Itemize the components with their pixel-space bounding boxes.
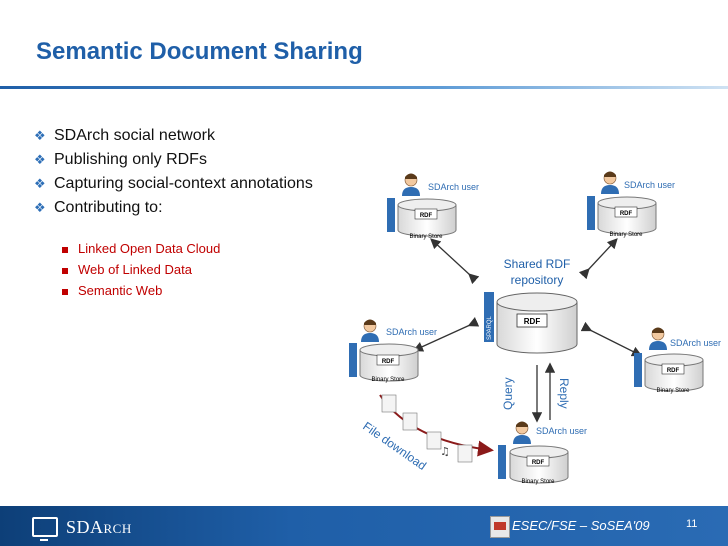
user-label: SDArch user bbox=[624, 180, 675, 190]
svg-text:RDF: RDF bbox=[524, 317, 541, 326]
bullet-list: ❖SDArch social network ❖Publishing only … bbox=[34, 124, 313, 220]
sub-bullet-item: Semantic Web bbox=[62, 280, 220, 301]
svg-text:RDF: RDF bbox=[420, 213, 433, 219]
square-bullet-icon bbox=[62, 267, 68, 274]
svg-text:Binary Store: Binary Store bbox=[409, 234, 443, 240]
slide-title: Semantic Document Sharing bbox=[36, 38, 363, 65]
conference-logo-icon bbox=[490, 516, 510, 538]
diamond-bullet-icon: ❖ bbox=[34, 176, 46, 191]
sdarch-logo: SDARCH bbox=[32, 516, 132, 541]
file-download-label: File download bbox=[360, 419, 429, 473]
diamond-bullet-icon: ❖ bbox=[34, 152, 46, 167]
sub-bullet-item: Linked Open Data Cloud bbox=[62, 238, 220, 259]
svg-text:RDF: RDF bbox=[620, 211, 633, 217]
rdf-tag-icon bbox=[516, 313, 548, 328]
shared-rdf-repository: Shared RDF repository RDF SPARQL bbox=[484, 257, 578, 354]
svg-text:SPARQL: SPARQL bbox=[487, 315, 493, 340]
svg-text:Binary Store: Binary Store bbox=[371, 377, 405, 383]
bullet-item: ❖SDArch social network bbox=[34, 124, 313, 148]
page-number: 11 bbox=[686, 518, 698, 530]
bullet-item: ❖Publishing only RDFs bbox=[34, 148, 313, 172]
shared-repo-label: Shared RDF bbox=[504, 257, 571, 271]
sdarch-user-node: SDArch user RDF Binary Store bbox=[634, 327, 721, 394]
monitor-icon bbox=[32, 517, 58, 541]
bullet-item: ❖Contributing to: bbox=[34, 196, 313, 220]
diamond-bullet-icon: ❖ bbox=[34, 128, 46, 143]
square-bullet-icon bbox=[62, 246, 68, 253]
sdarch-user-node: SDArch user RDF Binary Store bbox=[587, 171, 675, 238]
conference-label: ESEC/FSE – SoSEA'09 bbox=[512, 518, 650, 533]
svg-text:RDF: RDF bbox=[532, 460, 545, 466]
sdarch-user-node: SDArch user RDF Binary Store bbox=[349, 319, 437, 383]
query-label: Query bbox=[501, 377, 515, 410]
svg-text:Binary Store: Binary Store bbox=[521, 479, 555, 485]
user-label: SDArch user bbox=[670, 338, 721, 348]
svg-text:Binary Store: Binary Store bbox=[609, 232, 643, 238]
document-icons: ♫ bbox=[381, 394, 473, 463]
square-bullet-icon bbox=[62, 288, 68, 295]
user-label: SDArch user bbox=[428, 182, 479, 192]
shared-repo-label: repository bbox=[511, 273, 564, 287]
title-divider bbox=[0, 86, 728, 89]
svg-text:♫: ♫ bbox=[440, 445, 450, 458]
svg-text:RDF: RDF bbox=[382, 359, 395, 365]
svg-text:Binary Store: Binary Store bbox=[656, 388, 690, 394]
sub-bullet-list: Linked Open Data Cloud Web of Linked Dat… bbox=[62, 238, 220, 301]
sub-bullet-item: Web of Linked Data bbox=[62, 259, 220, 280]
sdarch-user-node: SDArch user RDF Binary Store bbox=[387, 173, 479, 240]
reply-label: Reply bbox=[557, 378, 571, 409]
svg-text:RDF: RDF bbox=[667, 368, 680, 374]
diamond-bullet-icon: ❖ bbox=[34, 200, 46, 215]
user-label: SDArch user bbox=[386, 327, 437, 337]
bullet-item: ❖Capturing social-context annotations bbox=[34, 172, 313, 196]
architecture-diagram: Shared RDF repository RDF SPARQL Query R… bbox=[349, 171, 721, 485]
user-label: SDArch user bbox=[536, 426, 587, 436]
sdarch-user-node: SDArch user RDF Binary Store bbox=[498, 421, 587, 485]
sparql-endpoint-icon bbox=[484, 292, 494, 342]
slide-footer: SDARCH ESEC/FSE – SoSEA'09 11 bbox=[0, 506, 728, 546]
